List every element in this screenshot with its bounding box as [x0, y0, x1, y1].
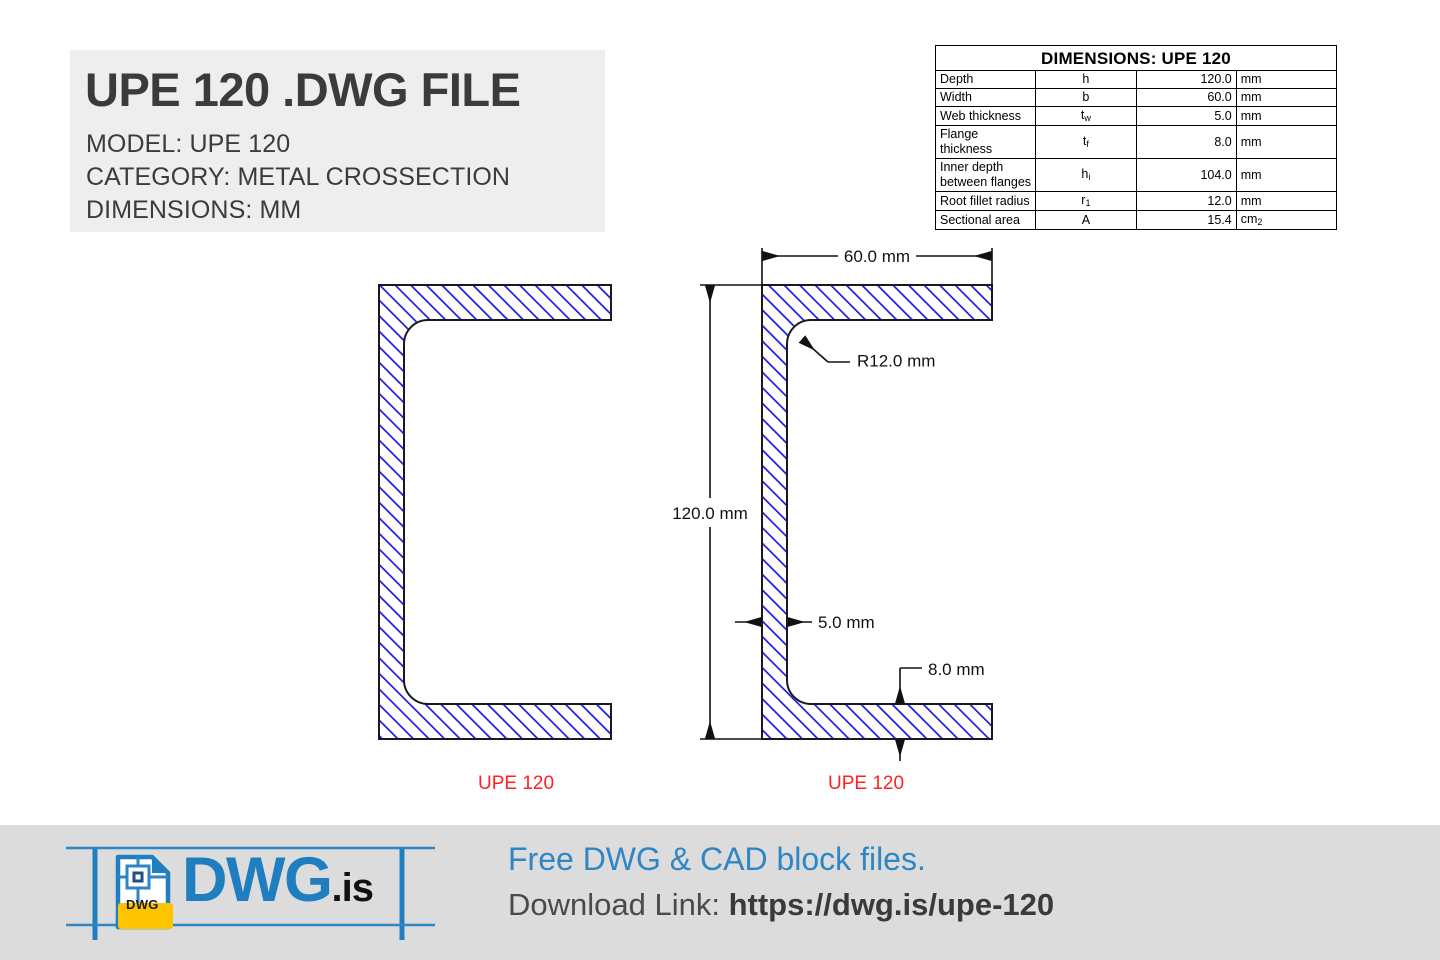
dimension-width: [761, 248, 993, 287]
profile-left-shape: [378, 284, 612, 740]
logo-main-text: DWG: [182, 845, 333, 915]
logo-suffix-text: .is: [331, 866, 373, 910]
cell-property-label: Inner depth between flanges: [934, 158, 1037, 192]
cell-value: 120.0: [1135, 70, 1237, 89]
cell-value: 104.0: [1135, 158, 1237, 192]
dwg-file-icon: [115, 854, 173, 930]
dimension-label-radius: R12.0 mm: [857, 351, 935, 370]
leader-radius-diagonal: [798, 335, 829, 363]
cell-value: 15.4: [1135, 210, 1237, 230]
footer-bar: DWG DWG.is Free DWG & CAD block files. D…: [0, 825, 1440, 960]
file-fold-corner-icon: [152, 857, 168, 873]
title-block: UPE 120 .DWG FILE MODEL: UPE 120 CATEGOR…: [70, 50, 605, 232]
download-link-prefix: Download Link:: [508, 887, 729, 922]
dwg-badge-icon: [118, 903, 173, 929]
dwg-logo-text: DWG.is: [182, 844, 374, 916]
cell-property-label: Web thickness: [934, 106, 1037, 126]
table-title: DIMENSIONS: UPE 120: [935, 45, 1337, 71]
footer-download-line: Download Link: https://dwg.is/upe-120: [508, 887, 1054, 923]
dimension-depth: [700, 284, 764, 740]
meta-category: CATEGORY: METAL CROSSECTION: [86, 163, 511, 191]
meta-model: MODEL: UPE 120: [86, 130, 291, 158]
cell-unit: mm: [1235, 158, 1338, 192]
meta-dimensions-unit: DIMENSIONS: MM: [86, 196, 302, 224]
dimension-label-width: 60.0 mm: [844, 247, 910, 266]
footer-tagline: Free DWG & CAD block files.: [508, 841, 926, 877]
icon-crosshair-square-inner: [132, 871, 144, 883]
dwg-badge-label: DWG: [126, 897, 159, 912]
part-caption-left: UPE 120: [478, 773, 555, 794]
cell-symbol: A: [1035, 210, 1137, 230]
part-caption-right: UPE 120: [828, 773, 905, 794]
cell-unit: cm2: [1235, 210, 1338, 230]
dimension-label-web: 5.0 mm: [818, 613, 875, 632]
cell-unit: mm: [1235, 106, 1338, 126]
cell-value: 8.0: [1135, 125, 1237, 159]
profile-left: [378, 284, 612, 740]
technical-drawing: 60.0 mm 120.0 mm 5.0 mm 8.0 mm R12.0 mm: [378, 247, 993, 761]
profile-right: [761, 284, 993, 740]
cell-property-label: Flange thickness: [934, 125, 1037, 159]
dimension-flange: [895, 667, 922, 761]
page-title: UPE 120 .DWG FILE: [85, 63, 521, 116]
dimension-label-flange: 8.0 mm: [928, 660, 985, 679]
download-url[interactable]: https://dwg.is/upe-120: [728, 887, 1055, 922]
profile-right-shape: [761, 284, 993, 740]
cell-unit: mm: [1235, 125, 1338, 159]
footer-graphics: [66, 846, 435, 940]
dimension-radius: [798, 335, 850, 363]
table-header-row: DIMENSIONS: UPE 120: [935, 45, 1337, 71]
dimension-label-depth: 120.0 mm: [672, 504, 748, 523]
